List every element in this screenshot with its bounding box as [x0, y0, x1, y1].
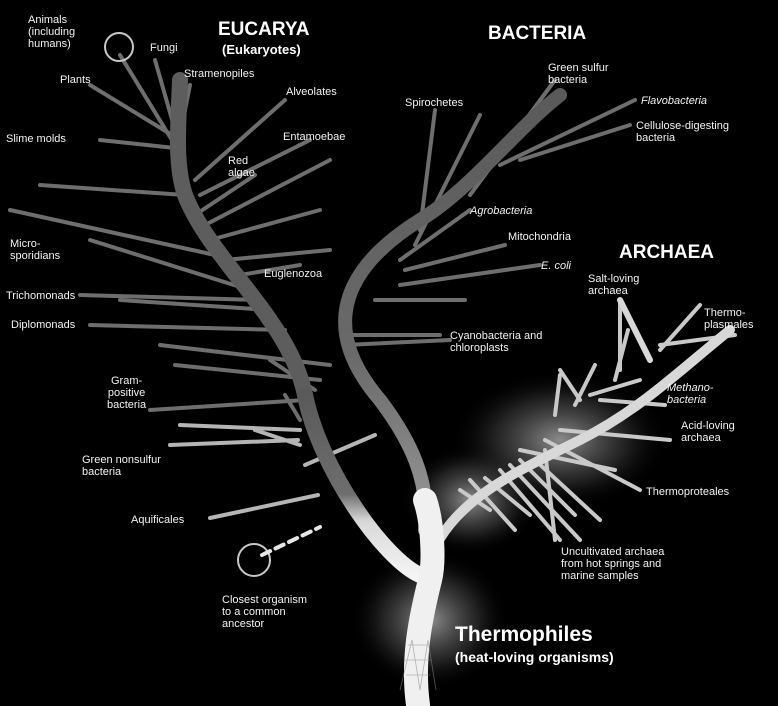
label-acid-loving: Acid-loving archaea	[681, 420, 735, 444]
label-green-sulfur: Green sulfur bacteria	[548, 62, 609, 86]
label-thermoplasmales: Thermo- plasmales	[704, 307, 754, 331]
eucarya-branch-lower	[297, 387, 428, 583]
archaea-subbranch	[617, 297, 653, 363]
label-aquificales: Aquificales	[131, 514, 185, 526]
label-animals: Animals (including humans)	[28, 14, 76, 50]
label-spirochetes: Spirochetes	[405, 97, 464, 109]
label-cyanobacteria: Cyanobacteria and chloroplasts	[450, 330, 543, 354]
label-plants: Plants	[60, 74, 91, 86]
label-red-algae: Red algae	[228, 155, 255, 179]
bacteria-branch	[338, 88, 567, 537]
label-entamoebae: Entamoebae	[283, 131, 346, 143]
label-agrobacteria: Agrobacteria	[470, 205, 533, 217]
label-ancestor: Closest organism to a common ancestor	[222, 594, 307, 630]
eucarya-subtitle: (Eukaryotes)	[222, 42, 301, 57]
label-trichomonads: Trichomonads	[6, 290, 76, 302]
bacteria-title: BACTERIA	[488, 23, 587, 44]
label-diplomonads: Diplomonads	[11, 319, 76, 331]
thermophiles-subtitle: (heat-loving organisms)	[455, 649, 614, 665]
thermophiles-title: Thermophiles	[455, 623, 593, 646]
label-methanobacteria: Methano- bacteria	[667, 382, 714, 406]
label-flavobacteria: Flavobacteria	[641, 95, 708, 107]
eucarya-title: EUCARYA	[218, 19, 310, 40]
label-microsporidians: Micro- sporidians	[10, 238, 61, 262]
bacteria-twigs	[148, 78, 637, 422]
label-stramenopiles: Stramenopiles	[184, 68, 255, 80]
label-gram-positive: Gram- positive bacteria	[107, 375, 147, 411]
label-euglenozoa: Euglenozoa	[264, 268, 323, 280]
archaea-branch	[425, 325, 735, 565]
ancestor-dashed-line	[260, 525, 322, 557]
label-slime-molds: Slime molds	[6, 133, 66, 145]
label-green-nonsulfur: Green nonsulfur bacteria	[82, 454, 161, 478]
animals-circle	[104, 32, 134, 62]
eucarya-twigs	[8, 53, 332, 332]
label-alveolates: Alveolates	[286, 86, 337, 98]
ancestor-circle	[237, 543, 271, 577]
label-fungi: Fungi	[150, 42, 178, 54]
label-cellulose: Cellulose-digesting bacteria	[636, 120, 729, 144]
label-ecoli: E. coli	[541, 260, 571, 272]
label-uncultivated: Uncultivated archaea from hot springs an…	[561, 546, 665, 582]
trunk-roots	[399, 639, 437, 691]
archaea-title: ARCHAEA	[619, 242, 714, 263]
label-mitochondria: Mitochondria	[508, 231, 571, 243]
trunk	[403, 488, 445, 706]
label-salt-loving: Salt-loving archaea	[588, 273, 640, 297]
label-thermoproteales: Thermoproteales	[646, 486, 730, 498]
bacteria-lower-twigs	[168, 423, 377, 520]
